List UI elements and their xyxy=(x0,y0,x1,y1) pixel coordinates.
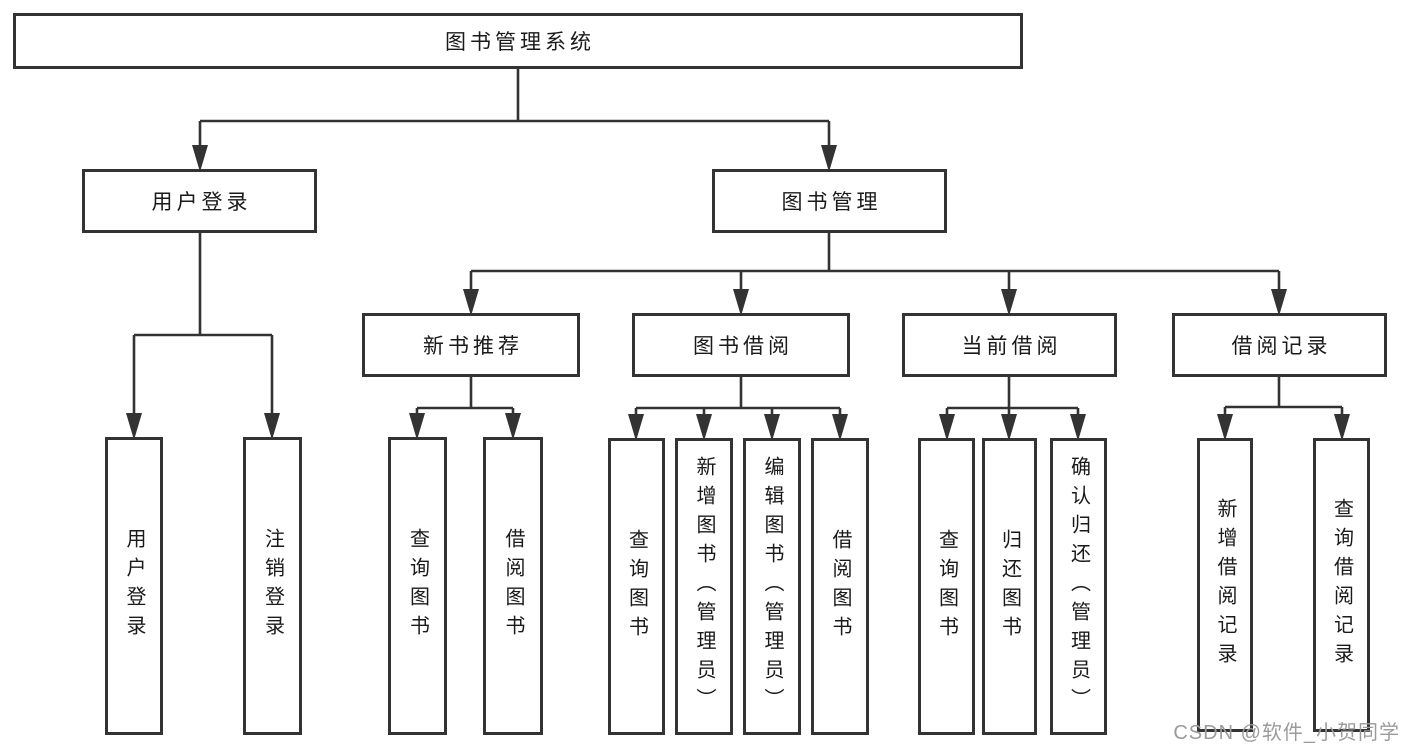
node-label: 图书借阅 xyxy=(693,335,793,358)
node-label: 归还图书 xyxy=(998,528,1021,645)
node-label: 编辑图书（管理员） xyxy=(761,456,783,717)
leaf-query-books-recommend: 查询图书 xyxy=(388,437,447,735)
node-label: 图书管理 xyxy=(781,191,882,214)
node-label: 新增图书（管理员） xyxy=(693,456,715,717)
node-new-book-recommend: 新书推荐 xyxy=(362,313,580,377)
node-label: 查询图书 xyxy=(935,528,958,645)
leaf-confirm-return-admin: 确认归还（管理员） xyxy=(1050,438,1107,735)
node-label: 新增借阅记录 xyxy=(1214,498,1236,672)
node-label: 查询图书 xyxy=(406,528,429,644)
node-label: 查询借阅记录 xyxy=(1330,498,1353,672)
node-label: 借阅记录 xyxy=(1231,335,1332,358)
node-book-borrowing: 图书借阅 xyxy=(632,313,850,377)
node-label: 当前借阅 xyxy=(961,335,1062,358)
leaf-query-borrow-record: 查询借阅记录 xyxy=(1313,438,1370,732)
node-label: 用户登录 xyxy=(151,191,252,214)
node-current-borrowing: 当前借阅 xyxy=(902,313,1117,377)
leaf-return-books: 归还图书 xyxy=(982,438,1037,735)
node-book-management: 图书管理 xyxy=(712,169,947,233)
node-library-management-system: 图书管理系统 xyxy=(13,13,1023,69)
leaf-add-books-admin: 新增图书（管理员） xyxy=(675,438,733,735)
watermark: CSDN @软件_小贺同学 xyxy=(1173,722,1400,744)
node-label: 用户登录 xyxy=(123,528,145,644)
node-label: 查询图书 xyxy=(625,528,648,645)
leaf-borrow-books-borrowing: 借阅图书 xyxy=(811,438,869,735)
node-label: 借阅图书 xyxy=(502,528,524,644)
node-label: 借阅图书 xyxy=(829,528,851,645)
leaf-user-login: 用户登录 xyxy=(105,437,163,735)
node-label: 图书管理系统 xyxy=(445,31,595,54)
leaf-query-books-current: 查询图书 xyxy=(918,438,975,735)
node-label: 确认归还（管理员） xyxy=(1067,456,1090,717)
node-label: 注销登录 xyxy=(261,528,284,644)
node-borrowing-records: 借阅记录 xyxy=(1172,313,1387,377)
leaf-add-borrow-record: 新增借阅记录 xyxy=(1197,438,1253,732)
leaf-logout: 注销登录 xyxy=(243,437,302,735)
leaf-borrow-books-recommend: 借阅图书 xyxy=(483,437,543,735)
leaf-query-books-borrowing: 查询图书 xyxy=(608,438,665,735)
node-user-login: 用户登录 xyxy=(82,169,317,233)
node-label: 新书推荐 xyxy=(423,335,523,358)
leaf-edit-books-admin: 编辑图书（管理员） xyxy=(743,438,801,735)
